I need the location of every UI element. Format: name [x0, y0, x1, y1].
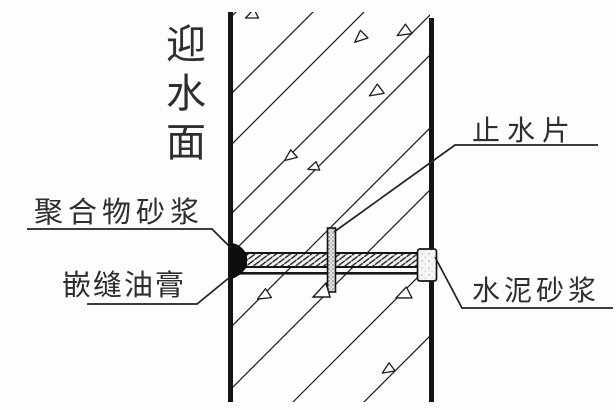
- leader-line-joint-sealant: [87, 276, 231, 305]
- label-waterstop: 止水片: [472, 116, 578, 147]
- aggregate-triangle: [354, 29, 369, 43]
- aggregate-triangles-group: [244, 12, 413, 374]
- hatch-line: [232, 127, 430, 327]
- hatch-line: [232, 54, 430, 254]
- aggregate-triangle: [244, 12, 260, 19]
- leader-line-cement-mortar: [434, 256, 613, 309]
- concrete-hatch-group: [232, 10, 616, 404]
- aggregate-triangle: [395, 286, 413, 299]
- aggregate-triangle: [368, 83, 385, 97]
- joint-bottom-line: [234, 272, 419, 275]
- hatch-line: [232, 189, 430, 389]
- hatch-line: [431, 10, 616, 404]
- hatch-line: [232, 14, 430, 214]
- hatch-line: [232, 12, 365, 145]
- label-facing-water: 迎水面: [166, 22, 206, 165]
- label-cement-mortar: 水泥砂浆: [472, 276, 601, 307]
- wall-left-face-line: [228, 12, 233, 402]
- waterstop-bar: [326, 227, 337, 293]
- waterstop-bar-foot: [311, 281, 331, 298]
- hatch-line: [363, 335, 430, 402]
- aggregate-triangle: [307, 160, 321, 171]
- aggregate-triangle: [256, 287, 273, 300]
- leader-line-waterstop: [333, 144, 598, 233]
- mortar-plug: [416, 248, 438, 282]
- aggregate-triangle: [381, 362, 396, 374]
- sealant-wedge: [230, 243, 246, 280]
- label-joint-sealant: 嵌缝油膏: [62, 270, 187, 302]
- leader-line-polymer-mortar: [27, 228, 232, 249]
- aggregate-triangle: [396, 23, 413, 37]
- wall-right-face-line: [429, 18, 434, 402]
- aggregate-triangle: [284, 149, 298, 162]
- hatch-line: [232, 12, 314, 94]
- hatch-line: [292, 264, 430, 402]
- label-polymer-mortar: 聚合物砂浆: [34, 197, 205, 229]
